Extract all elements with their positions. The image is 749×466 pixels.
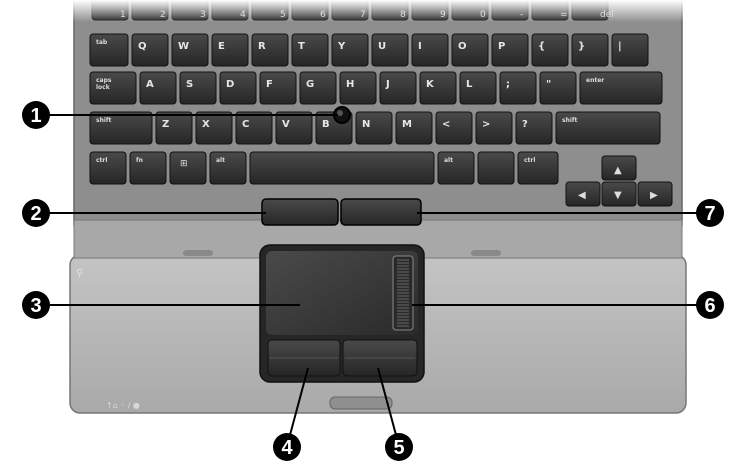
key-2-q-row-label: E <box>218 41 225 52</box>
key-1-q-row-label: W <box>178 41 189 52</box>
right-pointing-stick-button[interactable] <box>341 199 421 225</box>
caps-lock-key-sublabel: lock <box>96 84 111 91</box>
enter-key-label: enter <box>586 77 604 84</box>
svg-text:4: 4 <box>281 437 293 459</box>
key-10-q-row-label: { <box>538 41 545 52</box>
svg-text:5: 5 <box>393 437 404 459</box>
spacebar[interactable] <box>250 152 434 184</box>
svg-text:6: 6 <box>704 295 715 317</box>
right-ctrl-key-label: ctrl <box>524 157 535 164</box>
callout-7: 7 <box>696 199 724 227</box>
key-6-q-row-label: U <box>378 41 386 52</box>
svg-text:1: 1 <box>30 105 41 127</box>
top-fade-overlay <box>0 0 749 22</box>
arrow-right-icon: ▶ <box>650 190 658 201</box>
touchpad-assembly <box>260 245 424 382</box>
key-9-a-row-label: ; <box>506 79 510 90</box>
right-shift-key-label: shift <box>562 117 578 124</box>
svg-text:2: 2 <box>30 203 41 225</box>
key-3-z-row-label: V <box>282 119 290 130</box>
callout-4: 4 <box>273 433 301 461</box>
key-12-q-row-label: | <box>618 41 622 52</box>
key-5-a-row-label: H <box>346 79 354 90</box>
key-6-a-row-label: J <box>385 79 390 90</box>
key-0-z-row-label: Z <box>162 119 169 130</box>
key-6-z-row-label: M <box>402 119 412 130</box>
right-alt-key-label: alt <box>444 157 453 164</box>
left-ctrl-key-label: ctrl <box>96 157 107 164</box>
tab-key-label: tab <box>96 39 108 46</box>
menu-key[interactable] <box>478 152 514 184</box>
key-9-z-row-label: ? <box>522 119 528 130</box>
key-5-q-row-label: Y <box>337 41 346 52</box>
key-7-z-row-label: < <box>442 119 450 130</box>
strip-notch-right <box>471 250 501 256</box>
key-8-a-row-label: L <box>466 79 473 90</box>
left-pointing-stick-button[interactable] <box>262 199 338 225</box>
wireless-indicator-icon: ⚲ <box>76 268 83 279</box>
key-1-z-row-label: X <box>202 119 210 130</box>
key-1-a-row-label: S <box>186 79 193 90</box>
callout-3: 3 <box>22 291 50 319</box>
left-alt-key-label: alt <box>216 157 225 164</box>
arrow-left-icon: ◀ <box>578 190 586 201</box>
left-shift-key-label: shift <box>96 117 112 124</box>
key-4-z-row-label: B <box>322 119 330 130</box>
front-latch <box>330 397 392 409</box>
caps-lock-key-label: caps <box>96 77 112 84</box>
svg-text:7: 7 <box>704 203 715 225</box>
key-4-a-row-label: G <box>306 79 314 90</box>
key-10-a-row-label: " <box>546 79 551 90</box>
callout-2: 2 <box>22 199 50 227</box>
windows-logo-icon: ⊞ <box>180 159 188 169</box>
windows-key[interactable] <box>170 152 206 184</box>
strip-notch-left <box>183 250 213 256</box>
key-3-a-row-label: F <box>266 79 273 90</box>
status-lights-icon: ↑⌂ ◦ ∕ ● <box>106 401 140 410</box>
callout-6: 6 <box>696 291 724 319</box>
key-9-q-row-label: P <box>498 41 505 52</box>
key-7-q-row-label: I <box>418 41 422 52</box>
svg-text:3: 3 <box>30 295 41 317</box>
callout-1: 1 <box>22 101 50 129</box>
key-7-a-row-label: K <box>426 79 435 90</box>
fn-key-label: fn <box>136 157 143 164</box>
key-5-z-row-label: N <box>362 119 370 130</box>
key-2-a-row-label: D <box>226 79 234 90</box>
key-0-q-row-label: Q <box>138 41 147 52</box>
key-4-q-row-label: T <box>298 41 305 52</box>
arrow-up-icon: ▲ <box>614 165 622 176</box>
key-2-z-row-label: C <box>242 119 249 130</box>
key-3-q-row-label: R <box>258 41 266 52</box>
key-0-a-row-label: A <box>146 79 154 90</box>
key-8-z-row-label: > <box>482 119 490 130</box>
key-8-q-row-label: O <box>458 41 467 52</box>
arrow-down-icon: ▼ <box>614 190 622 201</box>
callout-5: 5 <box>385 433 413 461</box>
key-11-q-row-label: } <box>578 41 585 52</box>
